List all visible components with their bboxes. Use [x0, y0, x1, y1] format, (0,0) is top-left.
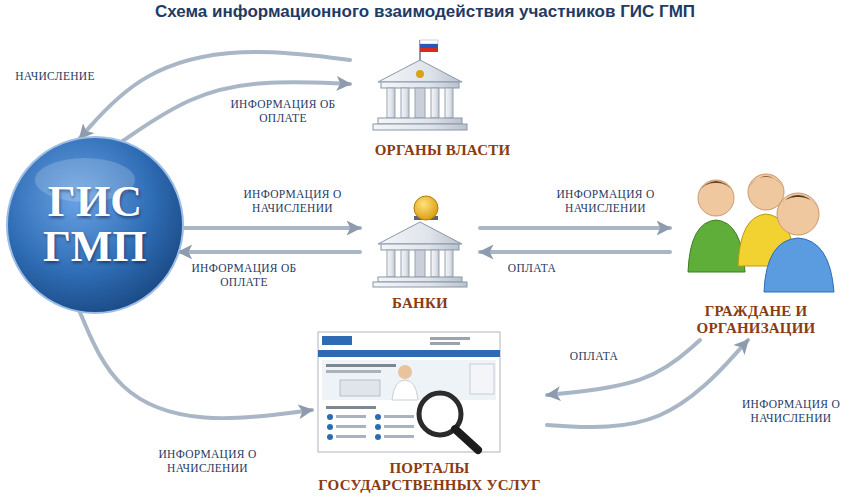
portal-screenshot — [318, 332, 500, 452]
bank-building-icon-part — [431, 250, 439, 277]
connector-arrow — [547, 340, 700, 395]
connector-arrow — [179, 250, 360, 254]
government-building-icon-part — [378, 60, 462, 82]
government-building-icon-part — [415, 88, 425, 118]
flow-label: ИНФОРМАЦИЯ О НАЧИСЛЕНИИ — [145, 448, 270, 475]
node-label: ПОРТАЛЫ ГОСУДАРСТВЕННЫХ УСЛУГ — [317, 460, 542, 494]
flow-label: ОПЛАТА — [500, 262, 564, 276]
people-icon-part — [764, 238, 834, 292]
node-label: ГРАЖДАНЕ И ОРГАНИЗАЦИИ — [674, 303, 839, 337]
connector-arrow — [122, 82, 350, 141]
government-building-icon-part — [373, 124, 467, 130]
flow-label: ИНФОРМАЦИЯ О НАЧИСЛЕНИИ — [548, 188, 663, 215]
bank-building-icon — [373, 196, 467, 287]
people-icon-part — [698, 181, 734, 192]
bank-building-icon-part — [373, 282, 467, 287]
bank-building-icon-part — [401, 250, 409, 277]
people-icon-part — [748, 176, 784, 188]
node-label: ОРГАНЫ ВЛАСТИ — [375, 142, 511, 159]
government-building-icon-part — [420, 44, 438, 48]
portal-screenshot-part — [375, 424, 381, 430]
people-icon-part — [777, 193, 819, 235]
system-circle: ГИС ГМП — [5, 135, 185, 315]
portal-screenshot-part — [384, 415, 414, 418]
bank-building-icon-part — [381, 244, 459, 250]
portal-screenshot-part — [326, 364, 396, 367]
portal-screenshot-part — [327, 424, 333, 430]
government-building-icon-part — [401, 88, 409, 118]
portal-screenshot-part — [384, 425, 414, 428]
portal-screenshot-part — [336, 425, 366, 428]
bank-building-icon-part — [378, 277, 462, 282]
portal-screenshot-part — [326, 406, 376, 409]
circle-fill — [7, 137, 183, 313]
people-icon — [688, 174, 834, 292]
bank-building-icon-part — [415, 250, 425, 277]
portal-screenshot-part — [327, 434, 333, 440]
government-building-icon-part — [420, 48, 438, 52]
portal-screenshot-part — [398, 365, 412, 379]
portal-screenshot-part — [470, 364, 494, 394]
government-building-icon-part — [420, 40, 438, 44]
connector-arrow — [547, 340, 748, 427]
flow-label: ОПЛАТА — [562, 350, 626, 364]
connector-arrow — [80, 312, 312, 419]
government-building-icon-part — [416, 70, 424, 78]
connector-arrow — [480, 250, 670, 254]
flow-label: ИНФОРМАЦИЯ ОБ ОПЛАТЕ — [228, 98, 338, 125]
portal-screenshot-part — [327, 414, 333, 420]
portal-screenshot-part — [340, 380, 380, 396]
flow-label: ИНФОРМАЦИЯ О НАЧИСЛЕНИИ — [235, 188, 350, 215]
bank-building-icon-part — [387, 250, 395, 277]
portal-screenshot-part — [336, 435, 366, 438]
portal-screenshot-part — [375, 434, 381, 440]
portal-screenshot-part — [430, 342, 460, 345]
government-building-icon — [373, 40, 467, 130]
portal-screenshot-part — [326, 370, 381, 373]
bank-building-icon-part — [445, 250, 453, 277]
portal-screenshot-part — [322, 336, 352, 345]
portal-screenshot-part — [392, 380, 418, 400]
portal-screenshot-part — [336, 415, 366, 418]
bank-building-icon-part — [414, 196, 438, 220]
portal-screenshot-part — [322, 360, 496, 400]
government-building-icon-part — [378, 118, 462, 124]
participant-node: ГРАЖДАНЕ И ОРГАНИЗАЦИИ — [670, 170, 842, 340]
portal-screenshot-part — [430, 337, 470, 340]
government-building-icon-part — [381, 82, 459, 88]
participant-node: БАНКИ — [360, 192, 480, 315]
people-icon-part — [698, 180, 734, 216]
portal-screenshot-part — [375, 414, 381, 420]
portal-screenshot-part — [318, 350, 500, 357]
people-icon-part — [748, 174, 784, 210]
connector-arrow — [80, 52, 350, 138]
government-building-icon-part — [387, 88, 395, 118]
people-icon-part — [688, 220, 745, 272]
bank-building-icon-part — [378, 222, 462, 244]
node-label: ГИС ГМП — [20, 180, 170, 270]
government-building-icon-part — [445, 88, 453, 118]
connector-arrow — [480, 226, 670, 230]
participant-node: ПОРТАЛЫ ГОСУДАРСТВЕННЫХ УСЛУГ — [312, 329, 547, 497]
node-label: БАНКИ — [392, 295, 448, 312]
government-building-icon-part — [431, 88, 439, 118]
people-icon-part — [777, 195, 819, 208]
flow-label: НАЧИСЛЕНИЕ — [8, 70, 102, 84]
flow-label: ИНФОРМАЦИЯ ОБ ОПЛАТЕ — [188, 262, 300, 289]
portal-screenshot-part — [318, 332, 500, 452]
connector-arrow — [183, 226, 360, 230]
magnifier-icon-part — [455, 429, 478, 450]
portal-screenshot-part — [384, 435, 414, 438]
diagram-title: Схема информационного взаимодействия уча… — [0, 2, 850, 22]
participant-node: ОРГАНЫ ВЛАСТИ — [350, 44, 535, 162]
magnifier-icon — [419, 393, 478, 450]
flow-label: ИНФОРМАЦИЯ О НАЧИСЛЕНИИ — [736, 398, 846, 425]
